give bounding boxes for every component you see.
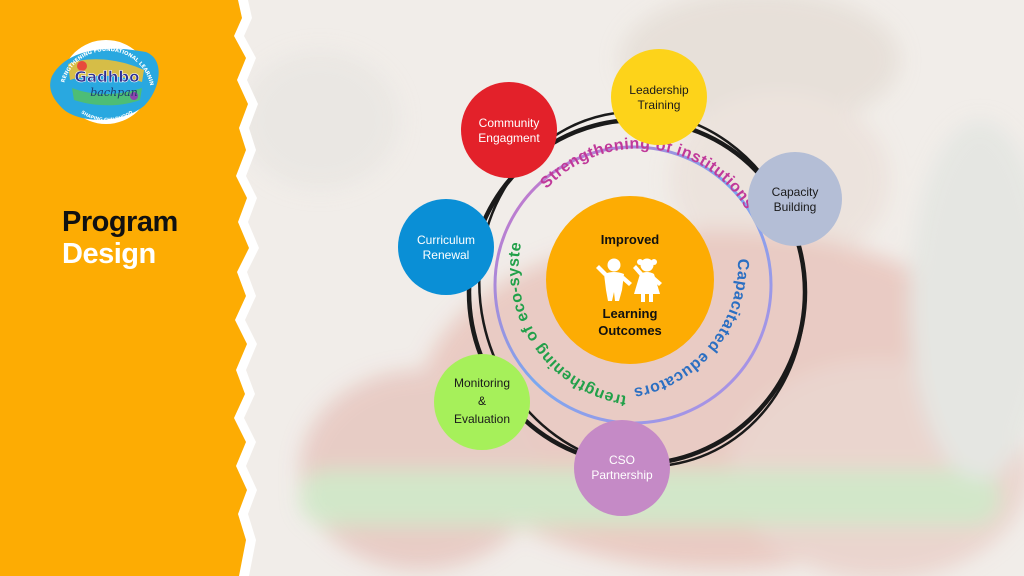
node-leadership-line1: Leadership: [629, 83, 689, 97]
node-community-line1: Community: [479, 116, 540, 130]
ring-label-left: Strengthening of eco-system: [0, 0, 627, 409]
logo-wordmark-line2: bachpan: [90, 86, 138, 99]
node-cso: CSO Partnership: [574, 420, 670, 516]
node-curriculum-line1: Curriculum: [417, 233, 475, 247]
node-leadership: Leadership Training: [611, 49, 707, 145]
node-capacity-line2: Building: [774, 200, 817, 214]
node-capacity-line1: Capacity: [772, 185, 819, 199]
node-monitoring: Monitoring & Evaluation: [434, 354, 530, 450]
center-line2: Learning: [603, 306, 658, 321]
node-monitoring-line3: Evaluation: [454, 412, 510, 426]
node-community-line2: Engagment: [478, 131, 540, 145]
children-icon: [596, 258, 662, 302]
node-community: Community Engagment: [461, 82, 557, 178]
node-monitoring-line2: &: [478, 394, 486, 408]
page-title: Program Design: [62, 206, 178, 270]
center-line3: Outcomes: [598, 323, 662, 338]
page-title-line1: Program: [62, 206, 178, 238]
node-curriculum-line2: Renewal: [423, 248, 470, 262]
node-curriculum: Curriculum Renewal: [398, 199, 494, 295]
logo-wordmark-line1: Gadhbo: [75, 68, 140, 86]
node-cso-line1: CSO: [609, 453, 635, 467]
page-title-line2: Design: [62, 238, 156, 270]
center-outcome: Improved Learning Outcomes: [546, 196, 714, 364]
node-capacity: Capacity Building: [748, 152, 842, 246]
center-line1: Improved: [601, 232, 660, 247]
ring-label-left-text: Strengthening of eco-system: [0, 0, 627, 409]
node-monitoring-line1: Monitoring: [454, 376, 510, 390]
node-leadership-line2: Training: [638, 98, 681, 112]
node-cso-line2: Partnership: [591, 468, 653, 482]
